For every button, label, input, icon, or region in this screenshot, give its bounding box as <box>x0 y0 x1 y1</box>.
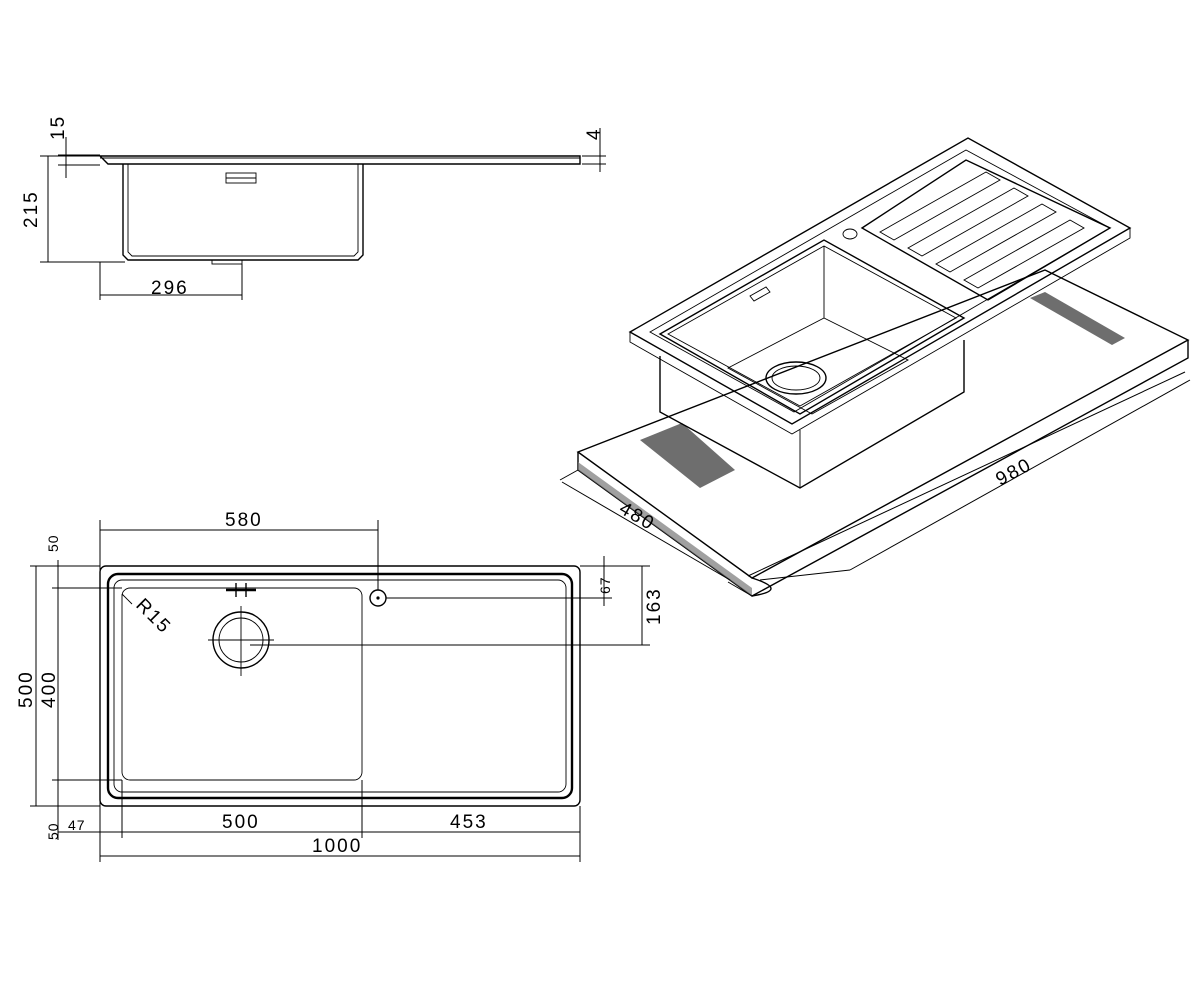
isometric-view: 480 980 <box>559 137 1191 597</box>
side-thickness-label: 4 <box>584 127 605 140</box>
iso-depth-label: 480 <box>616 498 659 535</box>
iso-length-label: 980 <box>992 454 1035 490</box>
top-50-top-label: 50 <box>45 534 61 552</box>
side-drain-offset-label: 296 <box>151 278 189 299</box>
top-47-label: 47 <box>68 817 86 833</box>
top-453-label: 453 <box>450 812 488 833</box>
top-50-bottom-label: 50 <box>45 822 61 840</box>
top-580-label: 580 <box>225 510 263 531</box>
side-view: 15 4 215 296 <box>21 115 606 300</box>
top-163-label: 163 <box>644 587 665 625</box>
top-1000-label: 1000 <box>312 836 362 857</box>
top-view: 580 50 67 163 R15 500 400 50 47 500 453 … <box>16 510 665 862</box>
side-depth-label: 215 <box>21 190 42 228</box>
side-lip-label: 15 <box>48 115 69 140</box>
top-500-width-label: 500 <box>222 812 260 833</box>
top-400-height-label: 400 <box>39 670 60 708</box>
top-radius-label: R15 <box>131 595 175 639</box>
top-67-label: 67 <box>597 576 613 594</box>
top-500-height-label: 500 <box>16 670 37 708</box>
